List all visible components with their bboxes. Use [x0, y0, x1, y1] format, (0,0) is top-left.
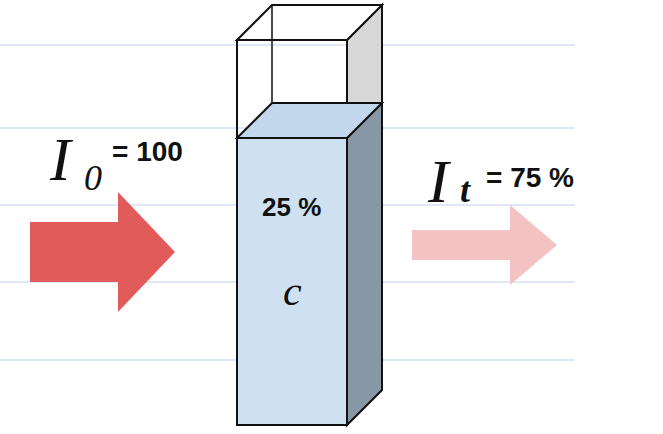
subscript: 0 [84, 160, 102, 196]
liquid-front [237, 138, 347, 425]
percent-absorbed: 25 % [262, 194, 321, 220]
liquid-side [347, 103, 382, 425]
cuvette-back-edge [271, 5, 273, 103]
cuvette-body: 25 % c [238, 139, 346, 424]
transmitted-arrow [412, 205, 557, 285]
cuvette-top [237, 5, 382, 40]
intensity-symbol: I [50, 128, 71, 190]
concentration-symbol: c [283, 270, 302, 312]
incident-arrow [30, 192, 175, 312]
intensity-symbol: I [428, 150, 449, 212]
liquid-surface [237, 103, 382, 138]
intensity-value: = 100 [112, 138, 183, 166]
intensity-value: = 75 % [486, 164, 574, 192]
subscript: t [460, 172, 470, 208]
